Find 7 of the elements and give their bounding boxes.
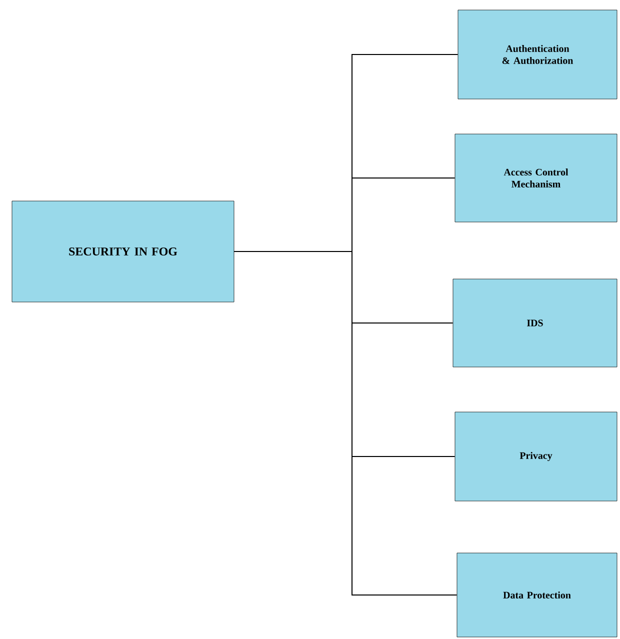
- title-box: SECURITY IN FOG: [12, 200, 234, 302]
- category-box: Authentication & Authorization: [458, 10, 618, 100]
- category-box: Data Protection: [456, 552, 618, 638]
- category-box: Privacy: [454, 412, 618, 502]
- connector-line: [234, 251, 458, 596]
- category-box: Access Control Mechanism: [454, 134, 618, 222]
- category-box: IDS: [452, 278, 618, 368]
